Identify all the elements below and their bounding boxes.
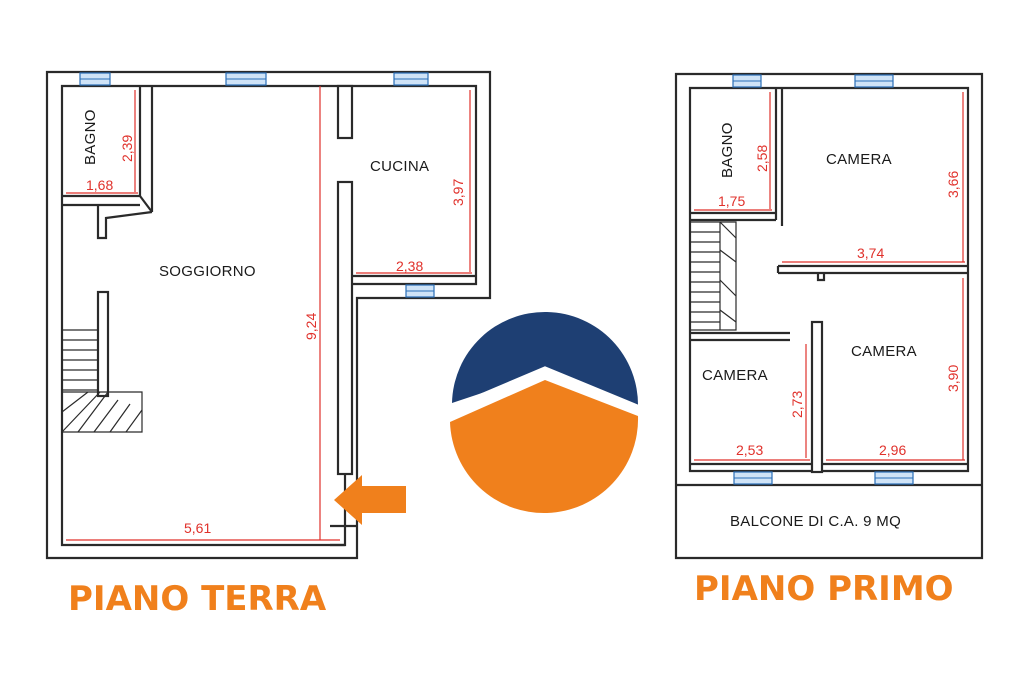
first-floor-plan: BAGNO CAMERA CAMERA CAMERA BALCONE DI C.… <box>674 72 984 609</box>
first-camera-bottom-right-label: CAMERA <box>851 343 917 360</box>
ground-soggiorno-width: 5,61 <box>184 520 211 536</box>
first-bagno-height: 2,58 <box>754 145 770 172</box>
stairs-icon <box>690 221 737 331</box>
first-floor-title: PIANO PRIMO <box>694 569 954 609</box>
ground-bagno-width: 1,68 <box>86 177 113 193</box>
ground-cucina-width: 2,38 <box>396 258 423 274</box>
ground-bagno-label: BAGNO <box>82 109 99 165</box>
first-balcony-label: BALCONE DI C.A. 9 MQ <box>730 513 901 530</box>
first-bagno-label: BAGNO <box>719 122 736 178</box>
first-camera-bl-width: 2,53 <box>736 442 763 458</box>
entrance-arrow-icon <box>334 475 406 525</box>
ground-floor-title: PIANO TERRA <box>68 579 327 619</box>
ground-soggiorno-label: SOGGIORNO <box>159 263 256 280</box>
first-camera-br-height: 3,90 <box>945 365 961 392</box>
agency-logo-icon <box>444 311 644 514</box>
first-camera-br-width: 2,96 <box>879 442 906 458</box>
first-bagno-width: 1,75 <box>718 193 745 209</box>
first-camera-top-height: 3,66 <box>945 171 961 198</box>
stairs-icon <box>61 329 143 433</box>
ground-soggiorno-height: 9,24 <box>303 313 319 340</box>
first-camera-top-label: CAMERA <box>826 151 892 168</box>
ground-bagno-height: 2,39 <box>119 135 135 162</box>
ground-cucina-label: CUCINA <box>370 158 429 175</box>
first-camera-bl-height: 2,73 <box>789 391 805 418</box>
first-camera-top-width: 3,74 <box>857 245 884 261</box>
ground-floor-plan: BAGNO CUCINA SOGGIORNO 2,39 1,68 3,97 2,… <box>45 70 492 619</box>
first-camera-bottom-left-label: CAMERA <box>702 367 768 384</box>
ground-cucina-height: 3,97 <box>450 179 466 206</box>
